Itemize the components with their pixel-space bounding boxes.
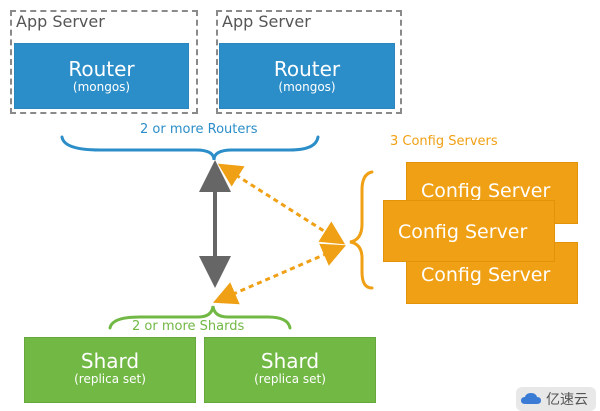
cloud-icon (521, 393, 541, 404)
shards-caption: 2 or more Shards (132, 319, 245, 334)
watermark-logo: 亿速云 (516, 387, 596, 411)
config-brace (349, 170, 374, 290)
routers-caption: 2 or more Routers (140, 122, 258, 137)
watermark-text: 亿速云 (546, 392, 588, 408)
shard-title: Shard (260, 349, 320, 373)
config-server-label: Config Server (421, 264, 551, 286)
shard-config-arrow (212, 243, 347, 305)
config-caption: 3 Config Servers (390, 134, 498, 149)
app-server-2: App Server (216, 10, 402, 114)
shard-title: Shard (80, 349, 140, 373)
app-server-label: App Server (222, 12, 311, 31)
router-title: Router (273, 57, 341, 81)
config-server-label: Config Server (398, 221, 528, 243)
routers-brace (60, 135, 320, 161)
config-server-label: Config Server (421, 180, 551, 202)
shards-brace (108, 305, 292, 330)
shard-subtitle: (replica set) (254, 372, 326, 386)
router-2: Router (mongos) (219, 43, 395, 109)
router-subtitle: (mongos) (72, 80, 131, 94)
app-server-label: App Server (16, 12, 105, 31)
config-server-front: Config Server (383, 200, 555, 262)
router-config-arrow (217, 163, 346, 245)
shard-1: Shard (replica set) (24, 337, 196, 403)
shard-subtitle: (replica set) (74, 372, 146, 386)
router-subtitle: (mongos) (278, 80, 336, 94)
router-title: Router (68, 57, 135, 81)
router-1: Router (mongos) (14, 43, 189, 109)
app-server-1: App Server (10, 10, 198, 114)
shard-2: Shard (replica set) (204, 337, 376, 403)
